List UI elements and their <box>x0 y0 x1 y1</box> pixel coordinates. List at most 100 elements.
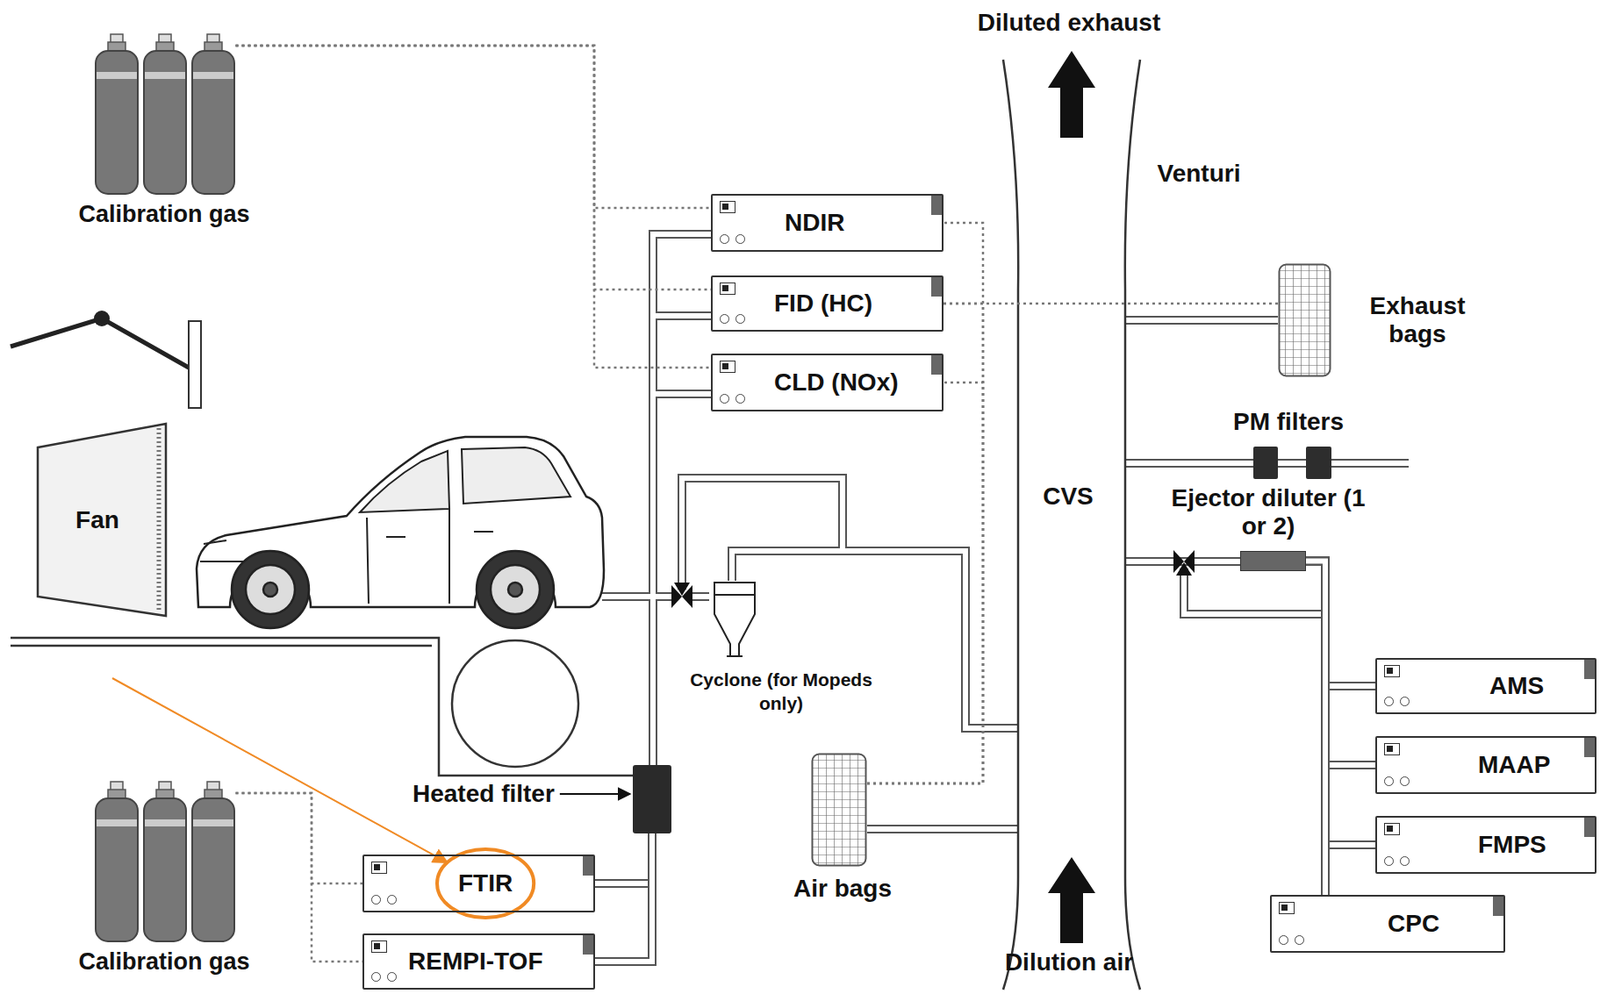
knob <box>1384 776 1394 787</box>
sample-pipe <box>1305 561 1376 688</box>
knob <box>719 234 730 244</box>
status-icon <box>722 203 729 210</box>
sample-bags: Air bags <box>772 750 913 913</box>
panel-stripe <box>931 355 942 375</box>
gas-cylinder <box>143 50 187 194</box>
test-car <box>508 582 523 597</box>
gas-cylinder <box>93 33 237 196</box>
sample-pipes <box>602 234 1409 830</box>
sample-pipe <box>1305 561 1376 847</box>
panel-stripe <box>582 856 594 876</box>
pm-filter <box>1253 446 1278 480</box>
gas-line <box>236 45 712 209</box>
panel-stripe <box>1584 738 1595 758</box>
leader-arrow <box>559 793 631 796</box>
analyzer-box: CLD (NOx) <box>710 353 944 412</box>
bag-grid <box>1279 265 1331 377</box>
analyzer-name: REMPI-TOF <box>408 935 543 989</box>
windshield-stand <box>188 321 201 409</box>
chassis-dynamometer <box>10 638 648 776</box>
gas-cylinder <box>144 819 186 827</box>
flow-arrow <box>1047 50 1096 138</box>
gas-cylinder <box>93 781 237 944</box>
gas-cylinder <box>193 819 234 827</box>
ejector-label: Ejector diluter (1 or 2) <box>1167 484 1370 541</box>
status-icon <box>371 861 388 875</box>
valve-symbol <box>674 582 690 596</box>
gas-line <box>236 45 712 290</box>
fan-label: Fan <box>35 421 159 619</box>
chassis-dynamometer <box>452 640 579 768</box>
sample-pipe <box>595 833 653 962</box>
bag-label: Air bags <box>772 875 913 904</box>
knob <box>719 314 730 324</box>
gas-label: Calibration gas <box>41 200 287 229</box>
test-car <box>231 551 309 629</box>
knob <box>1399 856 1410 867</box>
knob <box>1399 696 1410 707</box>
sample-pipe <box>1305 561 1326 897</box>
knob <box>371 972 381 983</box>
panel-stripe <box>1492 896 1504 917</box>
gas-cylinder <box>144 71 186 79</box>
test-car <box>245 565 295 615</box>
status-icon <box>1278 902 1295 915</box>
knob <box>719 394 730 404</box>
dilution-tunnel <box>1003 59 1141 991</box>
sample-pipe <box>1305 561 1376 847</box>
bag-grid <box>1277 263 1332 378</box>
analyzer-box: FMPS <box>1375 816 1597 875</box>
gas-cylinder <box>192 798 235 942</box>
sample-pipe <box>1305 561 1376 688</box>
sample-pipes <box>602 234 1409 830</box>
cooling-fan: Fan <box>35 421 170 619</box>
windshield-stand <box>10 310 201 409</box>
bag-grid <box>810 753 868 868</box>
analyzer-name: NDIR <box>784 195 845 251</box>
sample-pipe <box>595 833 653 884</box>
analyzer-name: CPC <box>1387 896 1440 952</box>
knob <box>735 394 746 404</box>
status-icon <box>719 360 736 374</box>
gas-line <box>943 303 1278 305</box>
knob <box>735 234 746 244</box>
analyzer-box: FTIR <box>362 854 596 913</box>
status-icon <box>719 282 736 295</box>
dilution-tunnel <box>1003 59 1019 991</box>
status-icon <box>373 943 381 950</box>
gas-line <box>236 45 712 209</box>
fan-panel <box>157 428 162 613</box>
analyzer-box: CPC <box>1269 895 1506 954</box>
knob <box>1278 935 1289 946</box>
analyzer-box: FID (HC) <box>710 275 944 332</box>
part-label: PM filters <box>1233 408 1344 437</box>
test-car <box>263 582 278 597</box>
gas-line <box>867 222 983 784</box>
pm-filter <box>1253 446 1332 480</box>
status-icon <box>1384 743 1400 756</box>
ejector-diluter <box>1240 551 1306 572</box>
panel-stripe <box>931 195 942 216</box>
gas-cylinder <box>95 50 138 194</box>
cyclone-symbol <box>714 595 755 657</box>
pm-filter <box>1305 446 1332 480</box>
chassis-dynamometer <box>10 638 648 776</box>
analyzer-name: MAAP <box>1478 738 1550 793</box>
gas-line <box>867 222 983 784</box>
sample-pipe <box>595 833 653 962</box>
gas-line <box>867 382 983 784</box>
knob <box>387 972 397 983</box>
flow-arrow <box>1047 857 1096 944</box>
gas-line <box>236 45 712 290</box>
cyclone-symbol <box>707 579 762 663</box>
gas-line <box>236 45 712 368</box>
heated-filter: Heated filter <box>386 761 676 836</box>
sample-pipe <box>1305 561 1376 767</box>
gas-line <box>236 793 364 884</box>
knob <box>371 895 381 905</box>
sample-pipe <box>595 833 653 884</box>
status-icon <box>1384 823 1400 836</box>
gas-label: Calibration gas <box>41 947 287 976</box>
sample-pipe <box>595 833 653 884</box>
analyzer-name: FTIR <box>458 856 513 912</box>
